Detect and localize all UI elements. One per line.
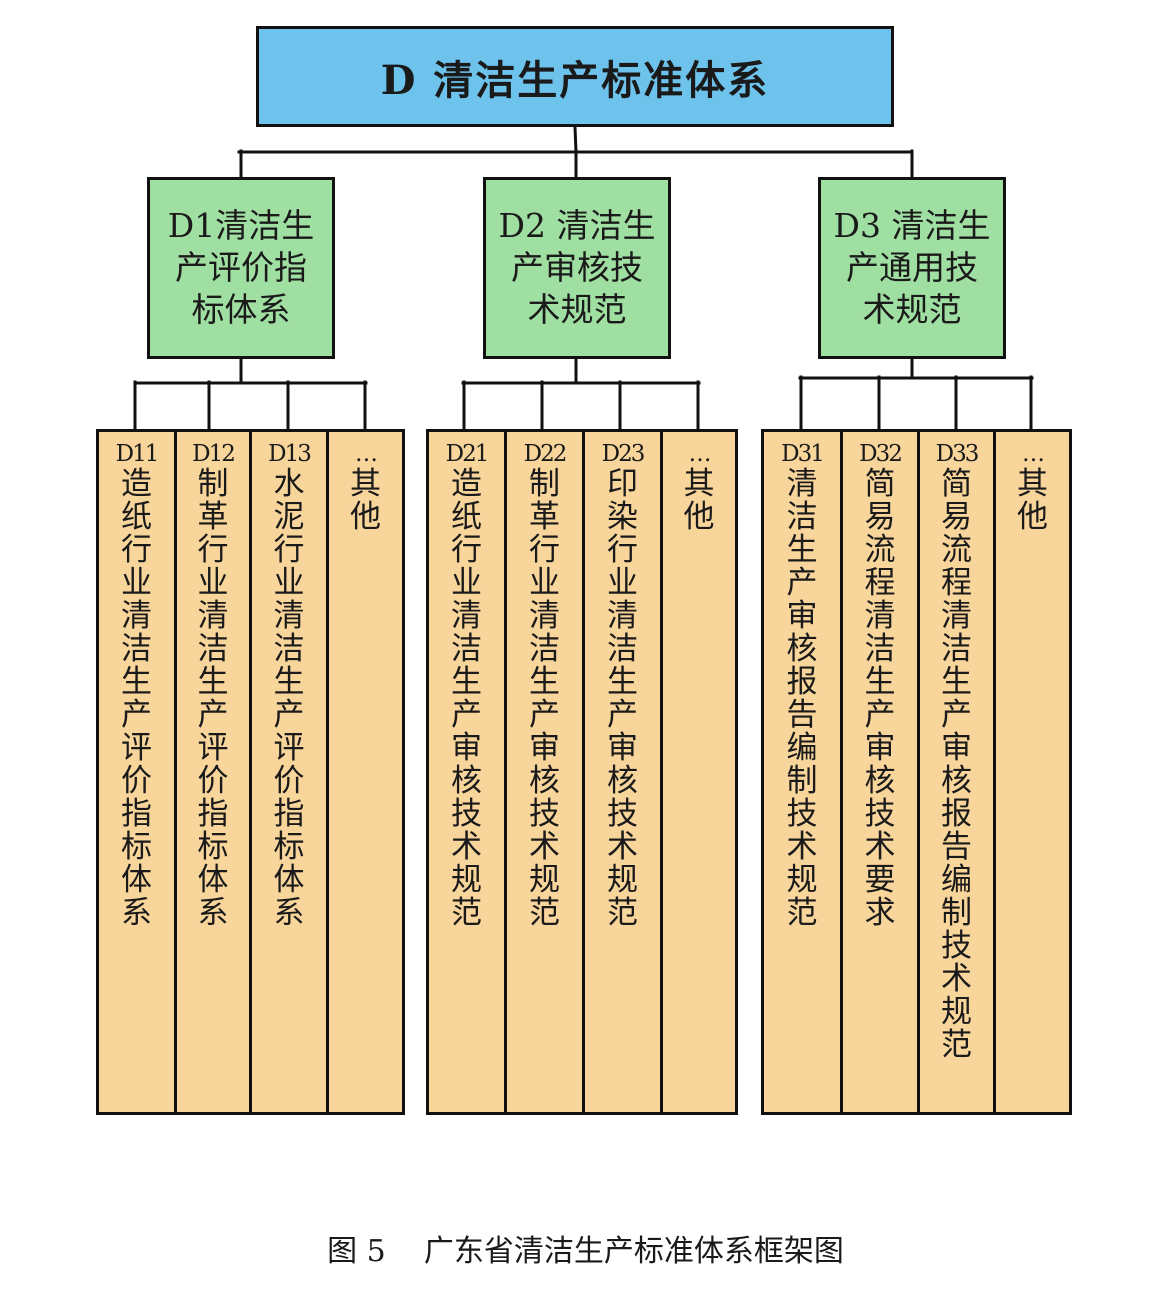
leaf-node-d1-other: … 其他: [329, 432, 402, 1112]
root-node: D 清洁生产标准体系: [256, 26, 894, 127]
leaf-node-d33: D33 简易流程清洁生产审核报告编制技术规范: [920, 432, 996, 1112]
leaf-text: 印染行业清洁生产审核技术规范: [607, 466, 638, 931]
leaf-code: D13: [268, 441, 312, 467]
leaf-node-d23: D23 印染行业清洁生产审核技术规范: [585, 432, 663, 1112]
leaf-node-d32: D32 简易流程清洁生产审核技术要求: [843, 432, 920, 1112]
leaf-text: 造纸行业清洁生产评价指标体系: [121, 466, 152, 931]
root-title: D 清洁生产标准体系: [380, 56, 770, 104]
leaf-node-d2-other: … 其他: [663, 432, 735, 1112]
leaf-code: D23: [601, 441, 646, 467]
category-title-d2: D2 清洁生产审核技术规范: [498, 206, 656, 329]
leaf-code: …: [1022, 441, 1045, 467]
leaf-text: 制革行业清洁生产评价指标体系: [197, 466, 229, 931]
leaf-node-d3-other: … 其他: [996, 432, 1069, 1112]
category-node-d1: D1清洁生产评价指标体系: [147, 177, 335, 359]
category-title-d1: D1清洁生产评价指标体系: [167, 206, 315, 329]
leaf-code: …: [355, 441, 378, 467]
leaf-group-d3: D31 清洁生产审核报告编制技术规范 D32 简易流程清洁生产审核技术要求 D3…: [761, 429, 1072, 1115]
leaf-code: D22: [523, 441, 568, 467]
leaf-text: 简易流程清洁生产审核报告编制技术规范: [941, 466, 972, 1063]
figure-caption: 图 5 广东省清洁生产标准体系框架图: [327, 1234, 844, 1269]
leaf-code: D11: [115, 441, 160, 467]
connector-line: [573, 125, 578, 154]
leaf-group-d1: D11 造纸行业清洁生产评价指标体系 D12 制革行业清洁生产评价指标体系 D1…: [96, 429, 405, 1115]
leaf-text: 水泥行业清洁生产评价指标体系: [273, 466, 305, 931]
leaf-text: 简易流程清洁生产审核技术要求: [864, 466, 896, 931]
leaf-text: 清洁生产审核报告编制技术规范: [786, 466, 818, 931]
leaf-text: 制革行业清洁生产审核技术规范: [529, 466, 560, 931]
leaf-text: 其他: [1017, 466, 1048, 535]
leaf-code: D32: [859, 441, 903, 467]
leaf-code: D12: [192, 441, 236, 467]
leaf-node-d12: D12 制革行业清洁生产评价指标体系: [177, 432, 252, 1112]
leaf-node-d11: D11 造纸行业清洁生产评价指标体系: [99, 432, 177, 1112]
leaf-code: …: [688, 441, 712, 467]
leaf-code: D31: [781, 441, 825, 467]
leaf-group-d2: D21 造纸行业清洁生产审核技术规范 D22 制革行业清洁生产审核技术规范 D2…: [426, 429, 738, 1115]
category-node-d3: D3 清洁生产通用技术规范: [818, 177, 1006, 359]
leaf-node-d21: D21 造纸行业清洁生产审核技术规范: [429, 432, 507, 1112]
leaf-node-d31: D31 清洁生产审核报告编制技术规范: [764, 432, 843, 1112]
leaf-text: 造纸行业清洁生产审核技术规范: [451, 466, 482, 931]
leaf-node-d22: D22 制革行业清洁生产审核技术规范: [507, 432, 585, 1112]
leaf-text: 其他: [350, 466, 381, 535]
leaf-node-d13: D13 水泥行业清洁生产评价指标体系: [252, 432, 329, 1112]
leaf-code: D21: [445, 441, 490, 467]
category-title-d3: D3 清洁生产通用技术规范: [833, 206, 991, 329]
leaf-text: 其他: [683, 466, 715, 535]
leaf-code: D33: [935, 441, 980, 467]
category-node-d2: D2 清洁生产审核技术规范: [483, 177, 671, 359]
